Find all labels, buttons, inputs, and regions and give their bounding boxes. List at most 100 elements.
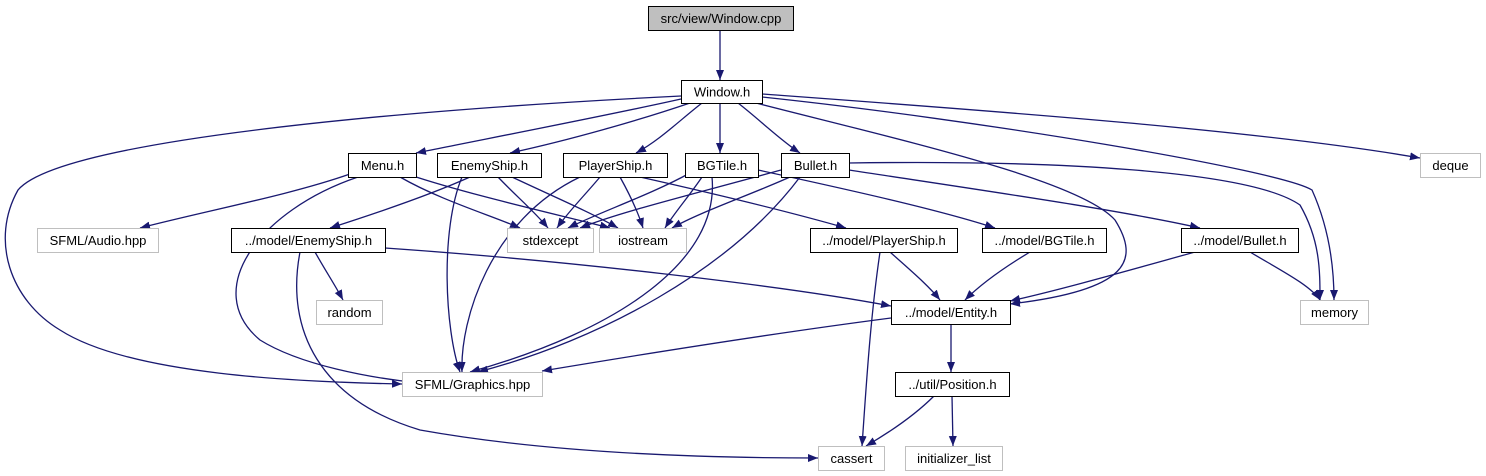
- node-label: initializer_list: [917, 451, 991, 466]
- edge-bullet_h-to-stdexcept: [579, 169, 782, 229]
- edge-model_bgtile-to-model_entity: [964, 251, 1031, 301]
- edge-window_h-to-model_entity: [755, 102, 1127, 307]
- edge-bgtile_h-to-iostream: [664, 176, 703, 229]
- edge-window_h-to-memory: [761, 96, 1338, 301]
- node-box: [895, 372, 1010, 397]
- node-box: [1420, 153, 1481, 178]
- node-label: ../model/BGTile.h: [995, 233, 1095, 248]
- edges-layer: [4, 30, 1421, 462]
- edge-window_h-to-deque: [761, 93, 1421, 161]
- edge-playership_h-to-stdexcept: [556, 176, 601, 229]
- node-enemyship-h[interactable]: EnemyShip.h: [437, 153, 542, 178]
- node-bgtile-h[interactable]: BGTile.h: [685, 153, 759, 178]
- edge-menu_h-to-stdexcept: [399, 176, 521, 229]
- node-label: random: [327, 305, 371, 320]
- edge-model_playership-to-cassert: [858, 251, 881, 447]
- node-model-enemyship[interactable]: ../model/EnemyShip.h: [231, 228, 386, 253]
- node-stdexcept[interactable]: stdexcept: [507, 228, 594, 253]
- node-initializer-list[interactable]: initializer_list: [905, 446, 1003, 471]
- edge-playership_h-to-sfml_graphics: [457, 176, 581, 373]
- node-label: SFML/Audio.hpp: [50, 233, 147, 248]
- node-label: ../model/Bullet.h: [1193, 233, 1286, 248]
- node-box: [818, 446, 885, 471]
- edge-bullet_h-to-model_bullet: [848, 169, 1201, 230]
- node-box: [402, 372, 543, 397]
- node-model-entity[interactable]: ../model/Entity.h: [891, 300, 1011, 325]
- node-model-bgtile[interactable]: ../model/BGTile.h: [982, 228, 1107, 253]
- node-label: src/view/Window.cpp: [661, 11, 782, 26]
- node-label: ../util/Position.h: [908, 377, 996, 392]
- edge-model_enemyship-to-random: [314, 251, 344, 301]
- edge-window_h-to-menu_h: [415, 98, 682, 155]
- node-box: [685, 153, 759, 178]
- node-iostream[interactable]: iostream: [599, 228, 687, 253]
- node-window-cpp[interactable]: src/view/Window.cpp: [648, 6, 794, 31]
- node-label: ../model/PlayerShip.h: [822, 233, 946, 248]
- node-memory[interactable]: memory: [1300, 300, 1369, 325]
- edge-enemyship_h-to-iostream: [511, 176, 619, 229]
- node-box: [563, 153, 668, 178]
- node-cassert[interactable]: cassert: [818, 446, 885, 471]
- node-deque[interactable]: deque: [1420, 153, 1481, 178]
- node-label: ../model/Entity.h: [905, 305, 997, 320]
- node-sfml-graphics[interactable]: SFML/Graphics.hpp: [402, 372, 543, 397]
- node-box: [905, 446, 1003, 471]
- edge-bullet_h-to-iostream: [671, 176, 791, 229]
- edge-bgtile_h-to-model_bgtile: [757, 169, 996, 229]
- node-menu-h[interactable]: Menu.h: [348, 153, 417, 178]
- edge-enemyship_h-to-sfml_graphics: [446, 176, 463, 373]
- edge-menu_h-to-iostream: [409, 174, 611, 230]
- edge-model_entity-to-sfml_graphics: [541, 317, 892, 374]
- edge-bgtile_h-to-stdexcept: [567, 172, 691, 229]
- node-util-position[interactable]: ../util/Position.h: [895, 372, 1010, 397]
- node-box: [507, 228, 594, 253]
- node-box: [437, 153, 542, 178]
- edge-model_bullet-to-model_entity: [1009, 251, 1196, 303]
- edge-window_h-to-bullet_h: [737, 102, 801, 154]
- node-label: Window.h: [694, 85, 750, 100]
- node-box: [982, 228, 1107, 253]
- node-label: EnemyShip.h: [451, 158, 528, 173]
- node-random[interactable]: random: [316, 300, 383, 325]
- node-label: PlayerShip.h: [579, 158, 653, 173]
- node-box: [781, 153, 850, 178]
- edge-menu_h-to-sfml_graphics: [235, 176, 421, 386]
- edge-menu_h-to-sfml_audio: [139, 173, 351, 230]
- node-box: [1181, 228, 1299, 253]
- node-window-h[interactable]: Window.h: [681, 80, 763, 104]
- node-box: [599, 228, 687, 253]
- edge-util_position-to-initializer_list: [948, 395, 957, 447]
- node-box: [231, 228, 386, 253]
- node-model-playership[interactable]: ../model/PlayerShip.h: [810, 228, 958, 253]
- node-label: SFML/Graphics.hpp: [415, 377, 531, 392]
- node-sfml-audio[interactable]: SFML/Audio.hpp: [37, 228, 159, 253]
- node-label: ../model/EnemyShip.h: [245, 233, 372, 248]
- node-playership-h[interactable]: PlayerShip.h: [563, 153, 668, 178]
- node-model-bullet[interactable]: ../model/Bullet.h: [1181, 228, 1299, 253]
- node-box: [681, 80, 763, 104]
- edge-window_h-to-playership_h: [635, 102, 703, 154]
- edge-model_enemyship-to-model_entity: [384, 247, 892, 309]
- edge-model_enemyship-to-cassert: [296, 251, 819, 462]
- edge-bullet_h-to-memory: [848, 161, 1324, 301]
- node-box: [891, 300, 1011, 325]
- node-label: BGTile.h: [697, 158, 747, 173]
- node-box: [810, 228, 958, 253]
- node-box: [648, 6, 794, 31]
- edge-window_h-to-enemyship_h: [509, 102, 691, 155]
- edge-enemyship_h-to-model_enemyship: [329, 176, 471, 229]
- edge-util_position-to-cassert: [865, 395, 935, 447]
- node-box: [1300, 300, 1369, 325]
- edge-model_playership-to-model_entity: [889, 251, 941, 301]
- edge-window_h-to-sfml_graphics: [4, 95, 682, 388]
- node-label: deque: [1432, 158, 1468, 173]
- edge-playership_h-to-iostream: [619, 176, 644, 229]
- edge-enemyship_h-to-stdexcept: [497, 176, 549, 229]
- edge-model_bullet-to-memory: [1249, 251, 1321, 301]
- node-box: [37, 228, 159, 253]
- node-box: [316, 300, 383, 325]
- node-label: cassert: [831, 451, 873, 466]
- node-bullet-h[interactable]: Bullet.h: [781, 153, 850, 178]
